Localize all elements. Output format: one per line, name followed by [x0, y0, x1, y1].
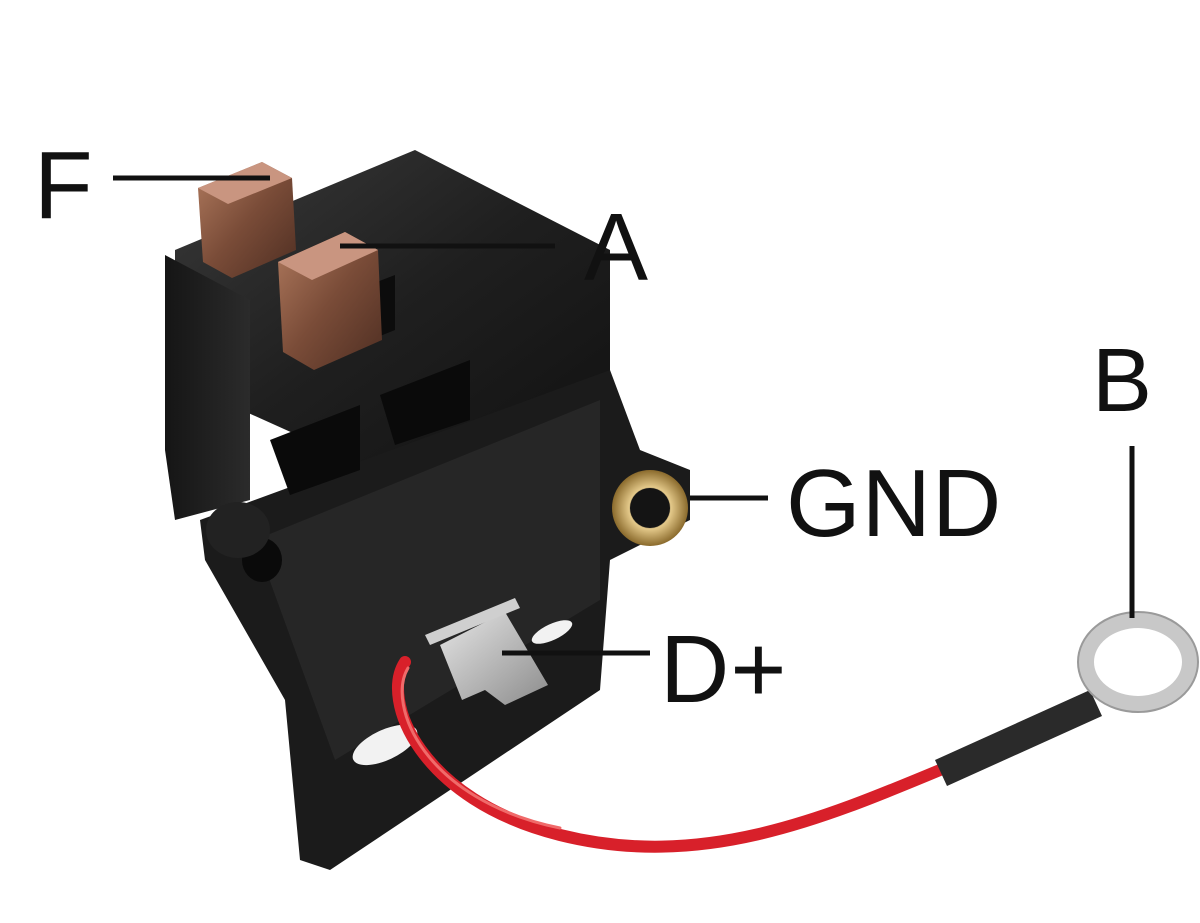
d-plus-terminal-base — [425, 598, 520, 645]
b-ring-terminal-edge — [1077, 611, 1199, 713]
label-d-plus: D+ — [660, 616, 788, 723]
b-ring-terminal — [1078, 612, 1198, 712]
plate-slot — [352, 724, 418, 766]
plate-slot — [531, 620, 573, 644]
d-plus-terminal-tab — [440, 612, 548, 705]
regulator-housing — [165, 150, 690, 870]
label-a: A — [584, 194, 650, 301]
label-gnd: GND — [786, 450, 1003, 557]
left-mount-ear — [206, 502, 270, 558]
b-wire — [392, 656, 946, 853]
gnd-grommet-hole — [630, 488, 670, 528]
label-f: F — [34, 132, 94, 239]
housing-front-face — [255, 400, 600, 760]
terminal-slot — [380, 360, 470, 445]
housing-left-side — [165, 255, 250, 520]
field-brush-f — [198, 162, 296, 278]
label-b: B — [1092, 331, 1154, 431]
b-wire-sleeve — [935, 690, 1102, 786]
terminal-slot — [270, 405, 360, 495]
b-wire-highlight — [400, 666, 562, 830]
